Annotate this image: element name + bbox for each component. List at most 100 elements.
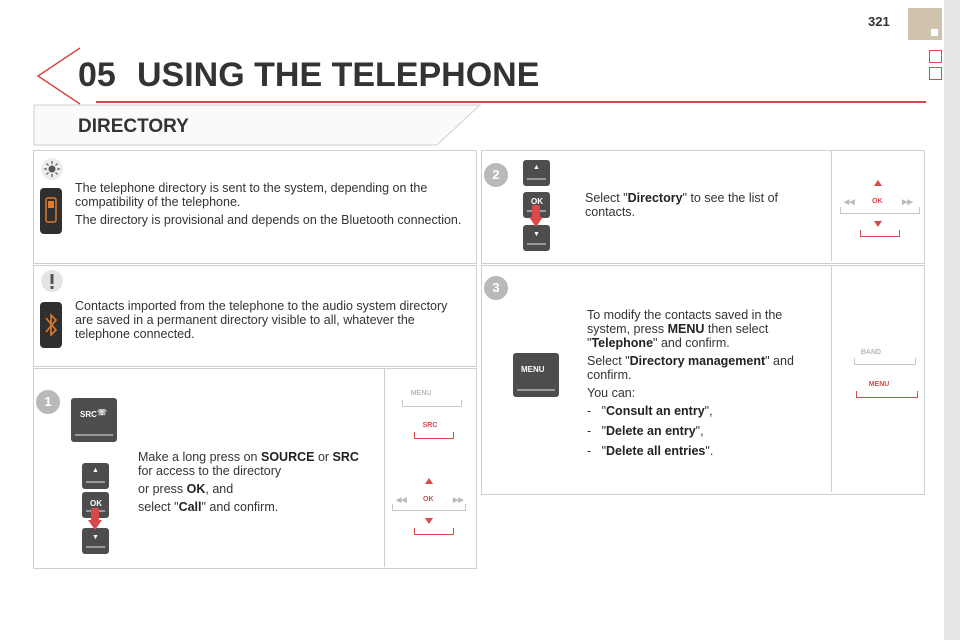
step1-text-d: or press <box>138 482 187 496</box>
tip-text: The telephone directory is sent to the s… <box>75 181 465 231</box>
src-keyword: SRC <box>332 450 359 464</box>
diagram-next-icon: ▶▶ <box>902 199 913 206</box>
title-chevron <box>36 47 81 105</box>
step2-up-button[interactable]: ▲ <box>523 160 550 186</box>
list-quote-close: ". <box>705 444 714 458</box>
step2-text-a: Select " <box>585 191 628 205</box>
exclamation-icon <box>41 270 63 292</box>
bluetooth-icon <box>40 302 62 348</box>
thumbnail-tab <box>908 8 942 40</box>
diagram-ok-label: OK <box>423 496 434 503</box>
list-quote-open: " <box>601 444 607 458</box>
margin-box-2 <box>929 67 942 80</box>
ok-button-label: OK <box>90 499 102 508</box>
press-indicator-icon <box>88 508 102 530</box>
step3-text: To modify the contacts saved in the syst… <box>587 308 812 464</box>
diagram-down-bar <box>414 528 454 535</box>
diagram-menu-bar <box>402 400 462 407</box>
src-button[interactable]: SRC ☏ <box>71 398 117 442</box>
menu-button-label: MENU <box>521 365 545 374</box>
chapter-number: 05 <box>78 56 116 94</box>
down-arrow-icon: ▼ <box>533 231 540 238</box>
up-button[interactable]: ▲ <box>82 463 109 489</box>
step2-number-badge: 2 <box>484 163 508 187</box>
step1-text-e: , and <box>205 482 234 496</box>
tip-paragraph-1: The telephone directory is sent to the s… <box>75 181 428 209</box>
warning-paragraph: Contacts imported from the telephone to … <box>75 299 448 341</box>
list-dash: - <box>587 444 592 458</box>
step3-text-b: then select " <box>587 322 769 350</box>
list-dash: - <box>587 424 592 438</box>
warning-text: Contacts imported from the telephone to … <box>75 299 467 345</box>
step3-text-e: " and confirm. <box>587 354 794 382</box>
right-margin-bar <box>944 0 960 640</box>
step1-text-b: or <box>314 450 333 464</box>
delete-entry-keyword: Delete an entry <box>606 424 696 438</box>
step1-number-badge: 1 <box>36 390 60 414</box>
down-arrow-icon: ▼ <box>92 534 99 541</box>
step2-text: Select "Directory" to see the list of co… <box>585 191 800 223</box>
step1-text: Make a long press on SOURCE or SRC for a… <box>138 450 378 518</box>
tip-paragraph-2: The directory is provisional and depends… <box>75 213 462 227</box>
step1-divider <box>384 369 385 567</box>
step2-text-b: " to see the list of contacts. <box>585 191 779 219</box>
phone-icon <box>40 188 62 234</box>
section-header-box <box>33 104 482 146</box>
step3-text-c: " and confirm. <box>653 336 730 350</box>
call-keyword: Call <box>178 500 202 514</box>
diagram-src-label: SRC <box>422 422 438 429</box>
step3-number-badge: 3 <box>484 276 508 300</box>
phone-handset-icon: ☏ <box>97 408 108 417</box>
up-arrow-icon: ▲ <box>533 164 540 171</box>
warning-panel <box>33 265 477 367</box>
chapter-title: USING THE TELEPHONE <box>137 56 540 94</box>
step3-text-d: Select " <box>587 354 630 368</box>
press-indicator-icon <box>529 205 543 227</box>
margin-box-1 <box>929 50 942 63</box>
step2-divider <box>831 151 832 261</box>
directory-keyword: Directory <box>627 191 683 205</box>
ok-button-label: OK <box>531 197 543 206</box>
diagram-up-arrow-icon <box>425 478 433 484</box>
diagram-menu-label: MENU <box>410 390 432 397</box>
diagram-ok-bar <box>840 207 920 214</box>
sun-icon <box>41 158 63 180</box>
menu-button[interactable]: MENU <box>513 353 559 397</box>
section-title: DIRECTORY <box>78 116 189 137</box>
directory-management-keyword: Directory management <box>629 354 766 368</box>
diagram-prev-icon: ◀◀ <box>844 199 855 206</box>
list-item: - "Delete all entries". <box>587 444 812 458</box>
source-keyword: SOURCE <box>261 450 315 464</box>
list-item: - "Delete an entry", <box>587 424 812 438</box>
diagram-src-bar <box>414 432 454 439</box>
diagram-ok-label: OK <box>872 198 883 205</box>
step2-down-button[interactable]: ▼ <box>523 225 550 251</box>
diagram-prev-icon: ◀◀ <box>396 497 407 504</box>
ok-keyword: OK <box>186 482 206 496</box>
list-dash: - <box>587 404 592 418</box>
diagram-up-arrow-icon <box>874 180 882 186</box>
diagram-band-bar <box>854 358 916 365</box>
up-arrow-icon: ▲ <box>92 467 99 474</box>
step3-text-f: You can: <box>587 386 636 400</box>
list-quote-open: " <box>601 424 607 438</box>
down-button[interactable]: ▼ <box>82 528 109 554</box>
delete-all-entries-keyword: Delete all entries <box>606 444 706 458</box>
step1-text-g: " and confirm. <box>201 500 279 514</box>
diagram-ok-bar <box>392 504 466 511</box>
diagram-down-arrow-icon <box>425 518 433 524</box>
list-quote-open: " <box>601 404 607 418</box>
list-quote-close: ", <box>704 404 713 418</box>
list-item: - "Consult an entry", <box>587 404 812 418</box>
telephone-keyword: Telephone <box>591 336 654 350</box>
step1-text-a: Make a long press on <box>138 450 261 464</box>
step2-panel <box>481 150 925 264</box>
diagram-menu-bar <box>856 391 918 398</box>
diagram-band-label: BAND <box>860 349 882 356</box>
page-number: 321 <box>868 14 890 29</box>
diagram-next-icon: ▶▶ <box>453 497 464 504</box>
consult-entry-keyword: Consult an entry <box>606 404 705 418</box>
step1-text-f: select " <box>138 500 179 514</box>
step1-text-c: for access to the directory <box>138 464 282 478</box>
step3-divider <box>831 266 832 492</box>
